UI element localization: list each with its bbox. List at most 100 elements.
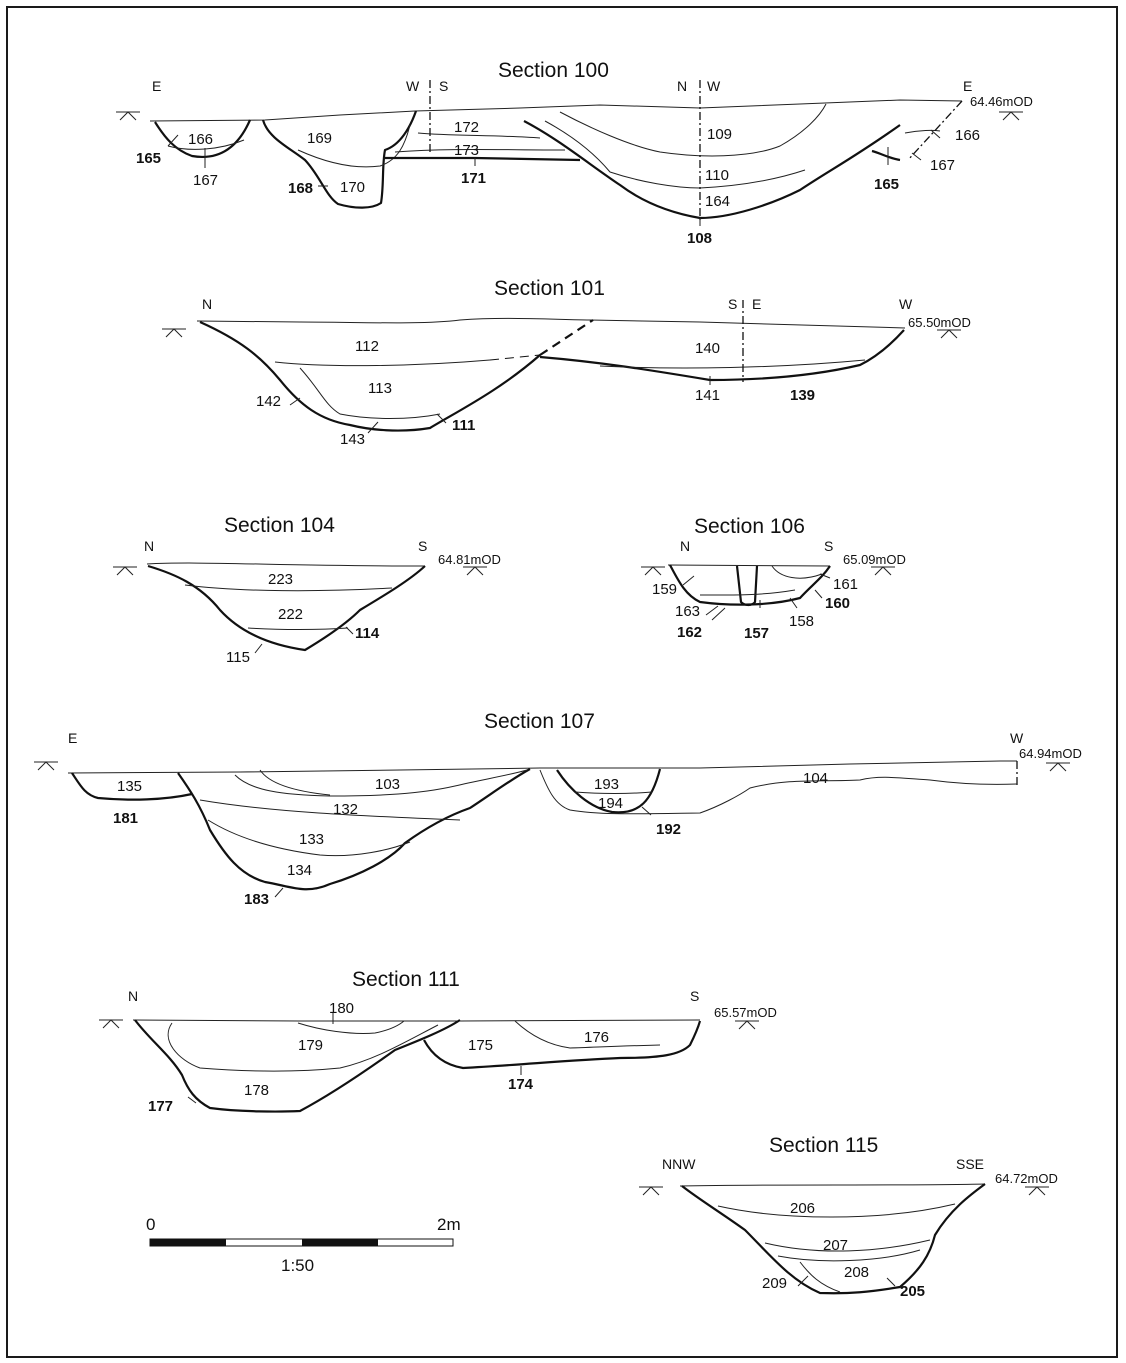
ground-surface [146,562,426,567]
cut-label: 192 [656,821,681,838]
context-label: 159 [652,581,677,598]
context-label: 103 [375,776,400,793]
drawing-frame [6,6,1118,1358]
cut-outline [423,1020,702,1070]
context-label: 178 [244,1082,269,1099]
cut-outline [134,1019,461,1113]
section-115: Section 115 NNW SSE 64.72mOD 206 207 208… [639,1134,1058,1300]
ground-surface [667,564,831,567]
orientation-label: E [752,296,761,312]
context-label: 140 [695,340,720,357]
cut-outline [261,110,418,209]
ground-surface [132,1019,701,1022]
section-104: Section 104 N S 64.81mOD 223 222 115 114 [113,514,501,666]
cut-outline [71,772,193,801]
context-label: 193 [594,776,619,793]
datum-symbol [641,566,665,576]
context-label: 209 [762,1275,787,1292]
context-label: 104 [803,770,828,787]
datum-symbol [113,566,137,576]
cut-label: 177 [148,1098,173,1115]
cut-outline [681,1183,986,1295]
orientation-label: S [690,988,699,1004]
scale-end-label: 2m [437,1215,461,1234]
context-label: 113 [368,380,392,397]
cut-label: 157 [744,625,769,642]
cut-outline [154,119,252,158]
context-label: 158 [789,613,814,630]
cut-label: 174 [508,1076,534,1093]
section-100: Section 100 E W S N W E 64.46mOD [116,59,1033,247]
context-label: 161 [833,576,858,593]
cut-label: 183 [244,891,269,908]
datum-symbol [937,329,961,339]
cut-label: 165 [874,176,899,193]
cut-label: 114 [355,625,380,642]
section-title: Section 111 [352,968,460,991]
cut-label: 181 [113,810,138,827]
context-label: 180 [329,1000,354,1017]
datum-symbol [162,328,186,338]
orientation-label: W [1010,730,1024,746]
context-label: 208 [844,1264,869,1281]
datum-symbol [1025,1186,1049,1196]
datum-symbol [34,761,58,771]
cut-outline [669,564,831,606]
datum-symbol [1046,762,1070,772]
cut-label: 162 [677,624,702,641]
datum-level-label: 65.09mOD [843,552,906,567]
context-label: 179 [298,1037,323,1054]
context-label: 109 [707,126,732,143]
scale-bar-segment [150,1239,226,1246]
datum-level-label: 65.57mOD [714,1005,777,1020]
scale-ratio-label: 1:50 [281,1256,314,1275]
orientation-label: S [418,538,427,554]
context-label: 142 [256,393,281,410]
context-label: 207 [823,1237,848,1254]
datum-level-label: 64.72mOD [995,1171,1058,1186]
context-label: 194 [598,795,623,812]
orientation-label: N [128,988,138,1004]
orientation-label: S [824,538,833,554]
section-111: Section 111 N S 65.57mOD 180 179 175 176… [99,968,777,1115]
scale-bar-segment [302,1239,378,1246]
context-label: 172 [454,119,479,136]
context-label: 167 [930,157,955,174]
orientation-label: N [202,296,212,312]
context-label: 222 [278,606,303,623]
cut-label: 205 [900,1283,925,1300]
cut-outline [871,149,901,162]
orientation-label: N [677,78,687,94]
datum-level-label: 65.50mOD [908,315,971,330]
context-label: 223 [268,571,293,588]
context-label: 143 [340,431,365,448]
scale-start-label: 0 [146,1215,155,1234]
section-title: Section 101 [494,277,605,300]
context-label: 141 [695,387,720,404]
datum-symbol [871,566,895,576]
cut-label: 168 [288,180,313,197]
orientation-label: N [144,538,154,554]
cut-label: 139 [790,387,815,404]
section-title: Section 100 [498,59,609,82]
section-title: Section 115 [769,1134,878,1157]
context-label: 206 [790,1200,815,1217]
context-label: 167 [193,172,218,189]
cut-outline [199,320,541,432]
ground-surface [679,1183,986,1187]
cut-label: 111 [452,417,475,434]
section-title: Section 104 [224,514,335,537]
cut-outline [539,329,905,382]
cut-label: 108 [687,230,712,247]
orientation-label: W [899,296,913,312]
cut-outline [177,768,531,891]
datum-symbol [116,111,140,121]
orientation-label: W [406,78,420,94]
ground-surface [67,760,1017,774]
scale-bar: 0 2m 1:50 [146,1215,461,1275]
context-label: 133 [299,831,324,848]
context-label: 173 [454,142,479,159]
datum-level-label: 64.46mOD [970,94,1033,109]
section-title: Section 107 [484,710,595,733]
